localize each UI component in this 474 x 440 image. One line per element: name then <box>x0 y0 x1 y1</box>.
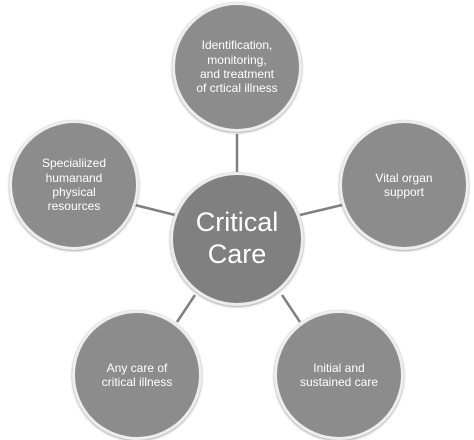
connector-bottom-right <box>280 294 302 323</box>
connector-right <box>299 203 343 217</box>
node-any-care-label: Any care of critical illness <box>101 360 173 389</box>
center-node-label: Critical Care <box>195 207 279 269</box>
node-specialized-resources: Specialiized humanand physical resources <box>9 120 139 250</box>
node-identification: Identification, monitoring, and treatmen… <box>172 2 302 132</box>
connector-left <box>134 203 176 217</box>
node-initial-sustained-care-label: Initial and sustained care <box>299 360 379 389</box>
center-node-critical-care: Critical Care <box>170 172 304 306</box>
node-vital-organ-support-label: Vital organ support <box>375 170 433 199</box>
node-identification-label: Identification, monitoring, and treatmen… <box>196 38 278 96</box>
node-any-care: Any care of critical illness <box>72 310 202 440</box>
connector-bottom-left <box>175 294 197 323</box>
node-initial-sustained-care: Initial and sustained care <box>274 310 404 440</box>
node-vital-organ-support: Vital organ support <box>339 120 469 250</box>
node-specialized-resources-label: Specialiized humanand physical resources <box>41 156 107 214</box>
